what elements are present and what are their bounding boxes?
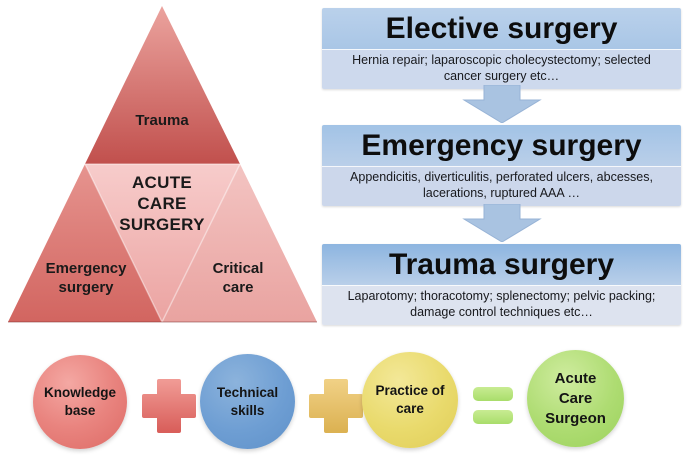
pyramid-section-acute-care-surgery: [83, 163, 242, 324]
equation-term-knowledge-base: Knowledge base: [33, 355, 127, 449]
plus-icon: [309, 379, 363, 433]
flow-box-elective-surgery: Elective surgery Hernia repair; laparosc…: [322, 8, 681, 89]
flow-box-description: Laparotomy; thoracotomy; splenectomy; pe…: [322, 285, 681, 325]
equals-icon: [473, 387, 513, 424]
flow-box-title: Trauma surgery: [322, 244, 681, 285]
equation-term-technical-skills: Technical skills: [200, 354, 295, 449]
equation-term-practice-of-care: Practice of care: [362, 352, 458, 448]
pyramid-section-trauma: [85, 6, 240, 164]
down-arrow-icon: [462, 85, 542, 123]
pyramid-section-emergency-surgery: [8, 164, 162, 322]
flow-box-title: Elective surgery: [322, 8, 681, 49]
plus-icon: [142, 379, 196, 433]
pyramid-section-critical-care: [162, 164, 317, 322]
pyramid: Trauma ACUTE CARE SURGERY Emergency surg…: [0, 0, 330, 335]
pyramid-graphic: [8, 6, 317, 324]
flow-box-title: Emergency surgery: [322, 125, 681, 166]
pyramid-label-trauma: Trauma: [135, 112, 189, 129]
pyramid-label-emergency-surgery: Emergency surgery: [45, 260, 127, 296]
flow-box-emergency-surgery: Emergency surgery Appendicitis, divertic…: [322, 125, 681, 206]
flow-box-description: Appendicitis, diverticulitis, perforated…: [322, 166, 681, 206]
down-arrow-icon: [462, 204, 542, 242]
flow-box-trauma-surgery: Trauma surgery Laparotomy; thoracotomy; …: [322, 244, 681, 325]
pyramid-label-critical-care: Critical care: [212, 260, 264, 296]
pyramid-label-acute-care-surgery: ACUTE CARE SURGERY: [119, 173, 205, 234]
equation-result-acute-care-surgeon: Acute Care Surgeon: [527, 350, 624, 447]
flow-box-description: Hernia repair; laparoscopic cholecystect…: [322, 49, 681, 89]
